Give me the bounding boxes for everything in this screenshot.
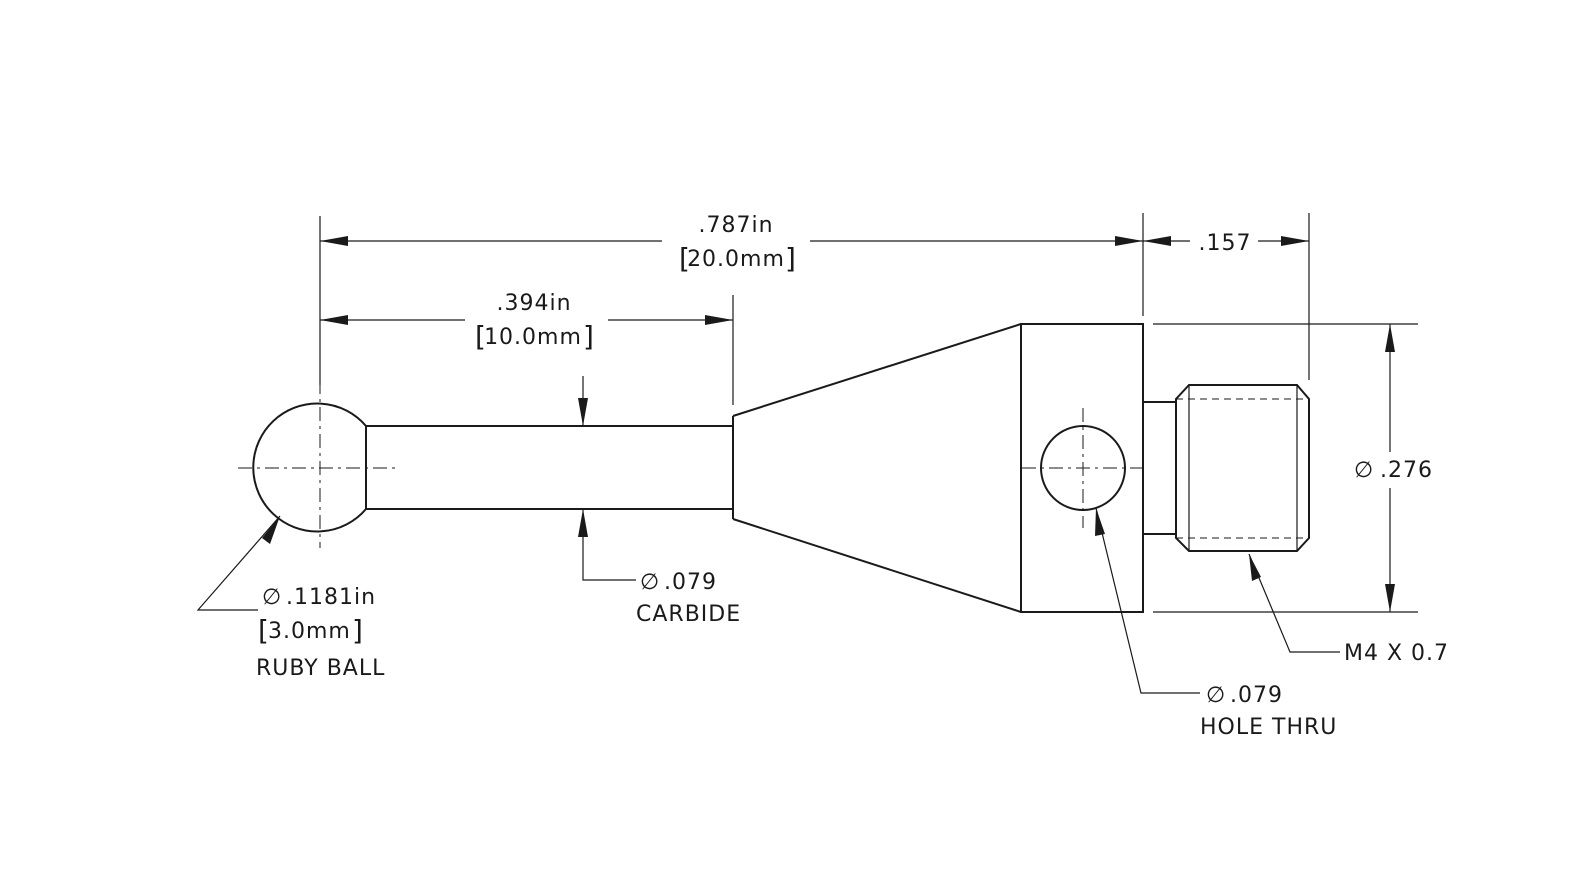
thread-minor-diameter (1176, 398, 1309, 539)
arrow-stem-bottom (578, 509, 588, 537)
callout-thread-note: M4 X 0.7 (1344, 641, 1449, 666)
arrow-ball-leader (262, 516, 280, 544)
dim-line-stem-dia (582, 376, 636, 581)
thread-neck (1143, 401, 1176, 535)
arrow-overall-right (1115, 236, 1143, 246)
callout-stem-size: .079 (664, 570, 717, 595)
callout-hole-note: HOLE THRU (1200, 715, 1337, 740)
dim-thread-length: .157 (1199, 231, 1252, 256)
leader-thread (1248, 553, 1340, 653)
arrow-body-dia-top (1385, 324, 1395, 352)
dim-overall-inch: .787in (698, 213, 773, 238)
dim-body-diameter: .276 (1380, 458, 1433, 483)
arrow-thread-right (1281, 236, 1309, 246)
arrow-thread-left (1143, 236, 1171, 246)
callout-ball-bracket-open: [ (258, 614, 269, 647)
stylus-part (252, 323, 1310, 613)
leader-hole (1095, 507, 1200, 694)
dim-overall-mm: 20.0mm (687, 247, 785, 272)
threaded-stud (1175, 384, 1310, 552)
taper-cone (732, 323, 1022, 613)
arrow-hole-leader (1095, 508, 1105, 536)
dim-ball-taper-inch: .394in (496, 291, 571, 316)
callout-stem-note: CARBIDE (636, 602, 741, 627)
diameter-symbol-hole: ∅ (1206, 683, 1226, 708)
chamfer-lines (1188, 385, 1298, 551)
diameter-symbol-body: ∅ (1354, 458, 1374, 483)
dimension-text: .787in [ 20.0mm ] .157 .394in [ 10.0mm ]… (256, 213, 1449, 740)
carbide-stem (365, 425, 733, 510)
callout-ball-note: RUBY BALL (256, 656, 385, 681)
dimension-lines (196, 240, 1391, 694)
center-lines (238, 380, 1144, 548)
diameter-symbol-ball: ∅ (262, 585, 282, 610)
dim-ball-taper-bracket-close: ] (583, 320, 594, 353)
leader-ball (196, 515, 281, 611)
dim-ball-taper-bracket-open: [ (475, 320, 486, 353)
arrow-body-dia-bottom (1385, 584, 1395, 612)
dim-overall-bracket-close: ] (785, 242, 796, 275)
ruby-ball (252, 402, 367, 533)
extension-lines (319, 213, 1418, 613)
dim-overall-bracket-open: [ (679, 242, 690, 275)
callout-hole-size: .079 (1230, 683, 1283, 708)
arrow-ball-taper-left (320, 315, 348, 325)
arrow-ball-taper-right (705, 315, 733, 325)
callout-ball-mm: 3.0mm (268, 619, 351, 644)
arrow-overall-left (320, 236, 348, 246)
dim-ball-taper-mm: 10.0mm (484, 325, 582, 350)
diameter-symbol-stem: ∅ (640, 570, 660, 595)
arrow-stem-top (578, 398, 588, 426)
arrowheads (262, 236, 1395, 612)
callout-ball-bracket-close: ] (352, 614, 363, 647)
arrow-thread-leader (1249, 554, 1261, 581)
callout-ball-size: .1181in (286, 585, 376, 610)
